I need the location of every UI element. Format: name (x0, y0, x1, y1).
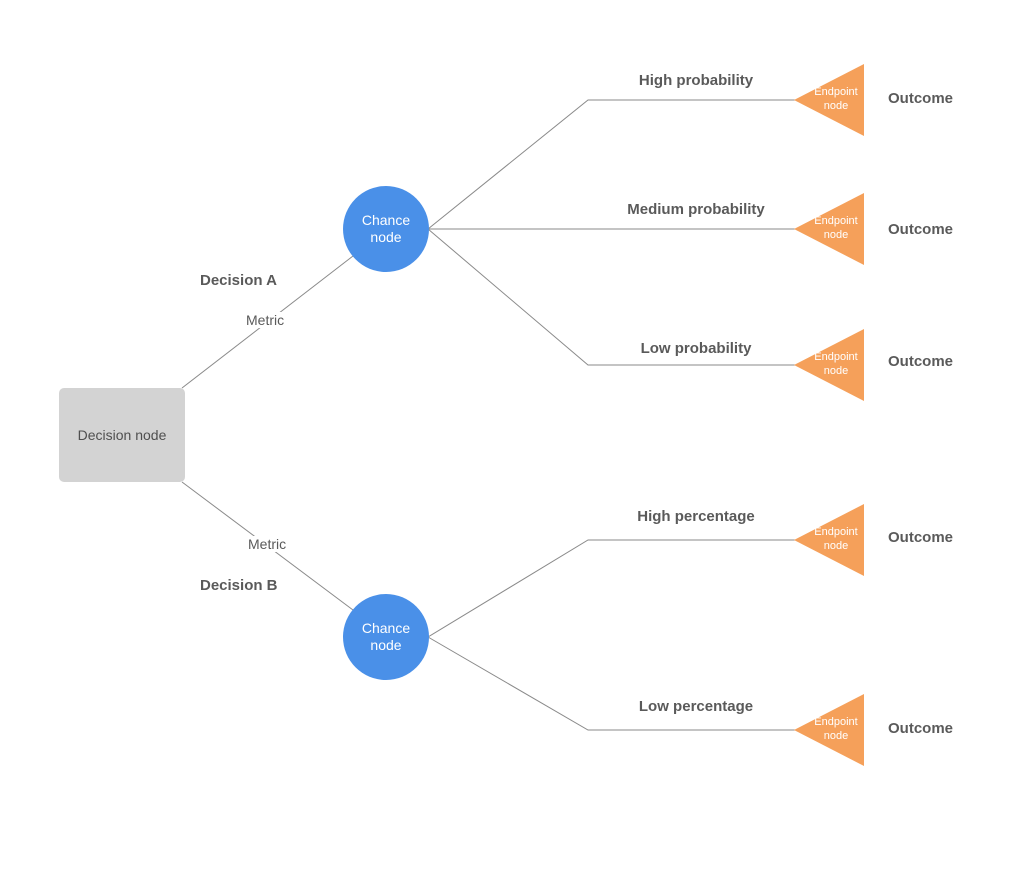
edge-a-high (427, 99, 800, 230)
endpoint-node-a-low[interactable]: Endpoint node (792, 328, 866, 402)
edge-b-low (427, 636, 800, 731)
endpoint-label: Endpoint node (814, 215, 858, 241)
endpoint-triangle-shape (794, 504, 864, 576)
decision-node[interactable]: Decision node (59, 388, 185, 482)
decision-b-label: Decision B (200, 577, 278, 594)
metric-label-b: Metric (246, 536, 289, 552)
chance-node-a[interactable]: Chance node (343, 186, 429, 272)
endpoint-triangle-shape (794, 64, 864, 136)
branch-label-b-high: High percentage (637, 508, 755, 525)
outcome-label-b-low: Outcome (888, 720, 954, 737)
endpoint-label: Endpoint node (814, 351, 858, 377)
branch-label-a-low: Low probability (640, 340, 752, 357)
endpoint-label: Endpoint node (814, 716, 858, 742)
endpoint-label: Endpoint node (814, 86, 858, 112)
outcome-label-a-low: Outcome (888, 353, 954, 370)
metric-label-a: Metric (244, 312, 287, 328)
branch-label-a-high: High probability (638, 72, 754, 89)
endpoint-node-a-medium[interactable]: Endpoint node (792, 192, 866, 266)
endpoint-triangle-shape (794, 694, 864, 766)
branch-label-b-low: Low percentage (638, 698, 754, 715)
chance-node-a-label: Chance node (361, 212, 411, 245)
endpoint-node-a-high[interactable]: Endpoint node (792, 63, 866, 137)
chance-node-b[interactable]: Chance node (343, 594, 429, 680)
endpoint-triangle-shape (794, 193, 864, 265)
edge-a-low (427, 228, 800, 366)
outcome-label-b-high: Outcome (888, 529, 954, 546)
branch-label-a-medium: Medium probability (627, 201, 765, 218)
outcome-label-a-medium: Outcome (888, 221, 954, 238)
decision-a-label: Decision A (200, 272, 277, 289)
endpoint-triangle-shape (794, 329, 864, 401)
outcome-label-a-high: Outcome (888, 90, 954, 107)
edge-b-high (427, 539, 800, 638)
endpoint-node-b-high[interactable]: Endpoint node (792, 503, 866, 577)
endpoint-node-b-low[interactable]: Endpoint node (792, 693, 866, 767)
decision-node-label: Decision node (77, 427, 167, 443)
endpoint-label: Endpoint node (814, 526, 858, 552)
chance-node-b-label: Chance node (361, 620, 411, 653)
